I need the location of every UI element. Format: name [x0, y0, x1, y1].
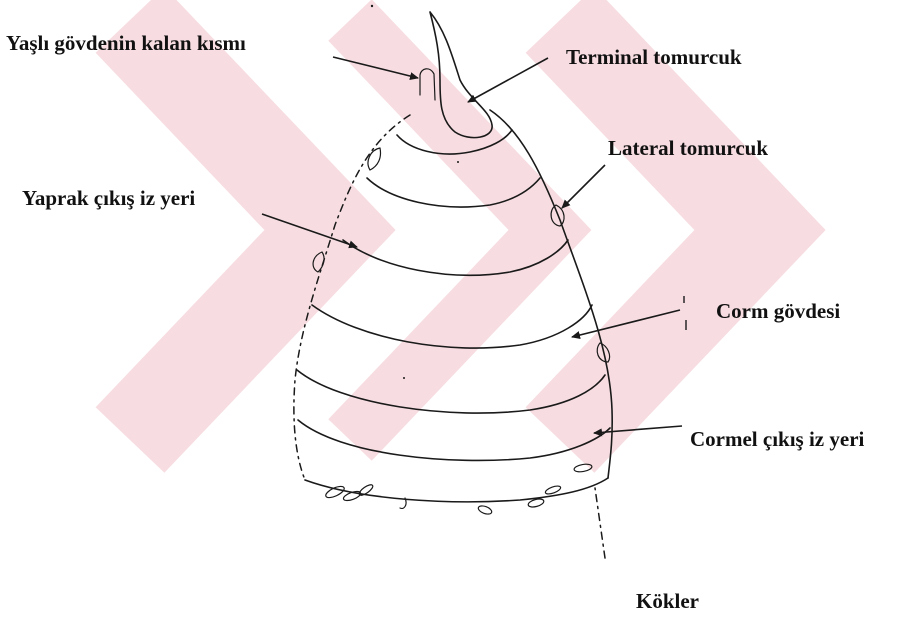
stray-dot: [403, 377, 405, 379]
leader-lateral-bud: [562, 165, 605, 208]
corm-base: [305, 478, 608, 502]
roots-group: [324, 463, 592, 516]
label-roots: Kökler: [636, 589, 699, 613]
label-old-stem-remnant: Yaşlı gövdenin kalan kısmı: [6, 31, 246, 55]
watermark-chevron-left: [130, 20, 330, 440]
stray-dot: [457, 161, 459, 163]
leader-terminal-bud: [468, 58, 548, 102]
leaf-scar-1: [368, 148, 380, 170]
leader-roots: [595, 488, 605, 558]
root-5: [477, 504, 493, 515]
label-terminal-bud: Terminal tomurcuk: [566, 45, 742, 69]
label-leaf-scar: Yaprak çıkış iz yeri: [22, 186, 195, 210]
label-corm-body: Corm gövdesi: [716, 299, 840, 323]
label-cormel-scar: Cormel çıkış iz yeri: [690, 427, 865, 451]
label-lateral-bud: Lateral tomurcuk: [608, 136, 768, 160]
stray-dot: [371, 5, 373, 7]
watermark-chevrons: [130, 20, 760, 440]
